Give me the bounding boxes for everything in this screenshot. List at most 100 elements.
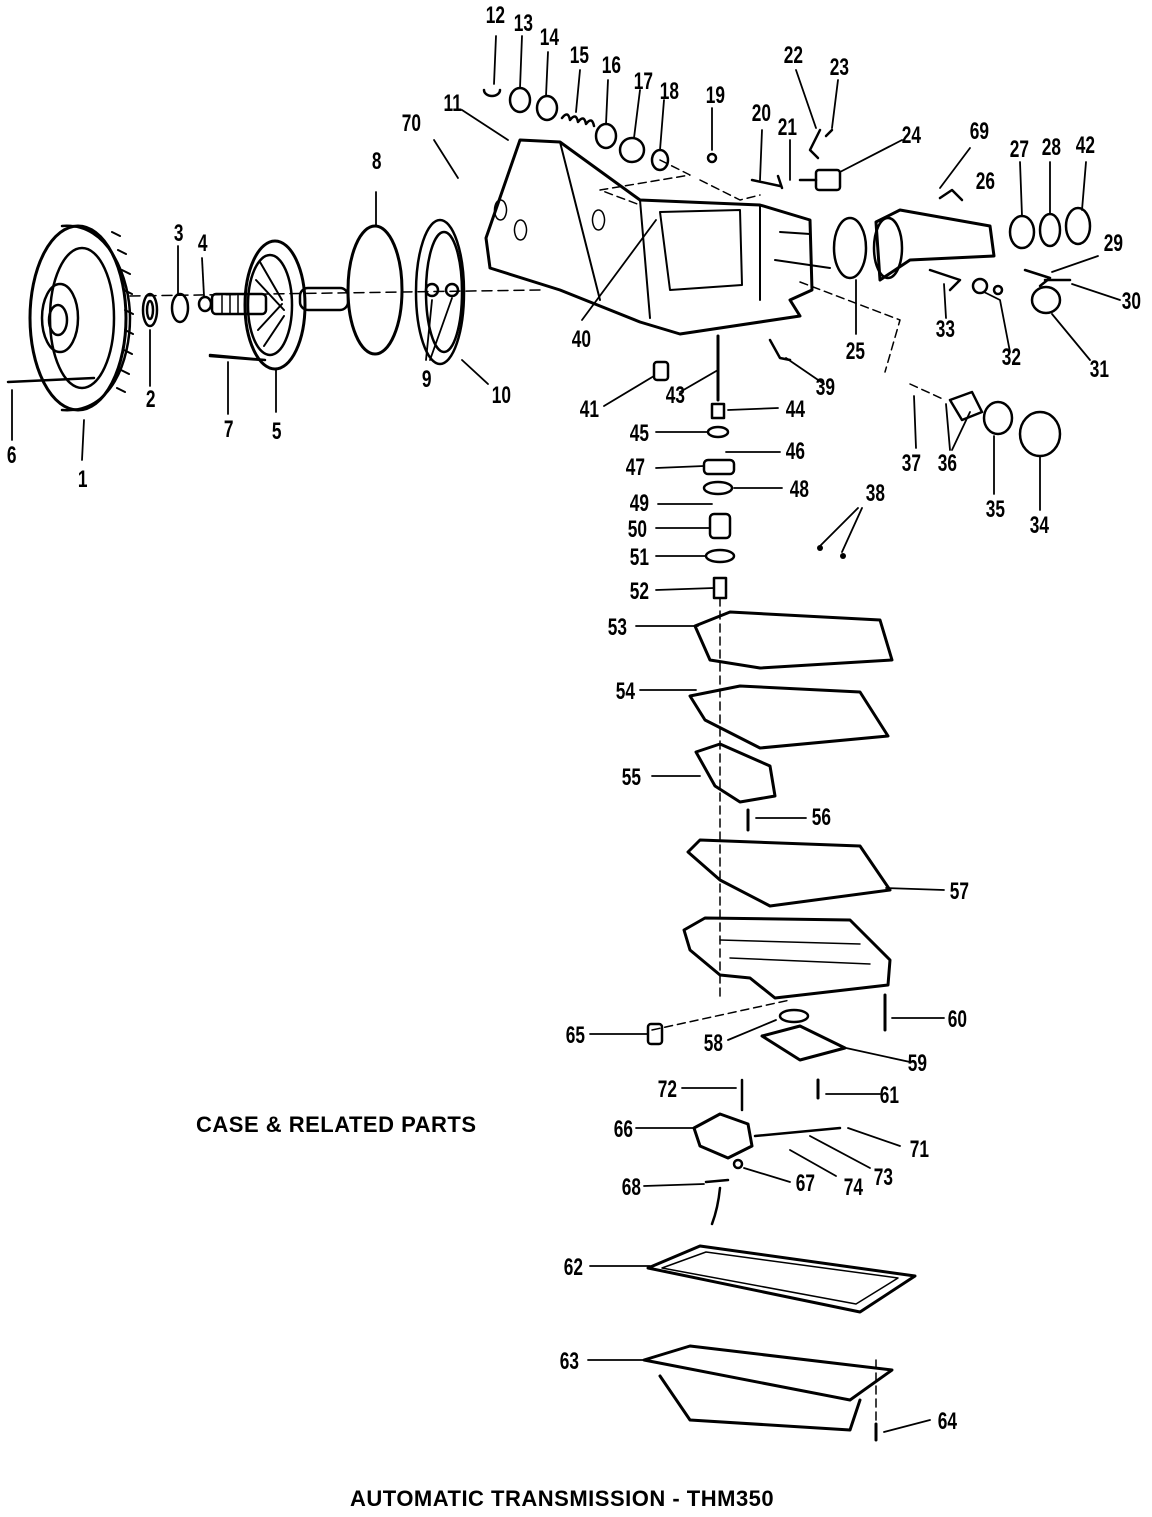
callout-27: 27 (1009, 136, 1029, 163)
callout-52: 52 (629, 578, 649, 605)
callout-46: 46 (785, 438, 805, 465)
callout-25: 25 (845, 338, 865, 365)
callout-66: 66 (613, 1116, 633, 1143)
callout-69: 69 (969, 118, 989, 145)
pan-gasket (646, 1244, 917, 1314)
callout-48: 48 (789, 476, 809, 503)
sensor-parts (699, 128, 842, 201)
front-seal-parts (141, 292, 213, 328)
valve-stack (702, 334, 736, 1001)
callout-16: 16 (601, 52, 621, 79)
callout-38: 38 (865, 480, 885, 507)
callout-41: 41 (579, 396, 599, 423)
oil-pan-sides (658, 1374, 862, 1432)
solenoid-parts (692, 1078, 842, 1226)
callout-31: 31 (1089, 356, 1109, 383)
leader-lines (11, 35, 1121, 1433)
callout-20: 20 (751, 100, 771, 127)
callout-59: 59 (907, 1050, 927, 1077)
callout-8: 8 (371, 148, 382, 175)
modulator-parts (909, 383, 1062, 458)
callout-17: 17 (633, 68, 653, 95)
callout-21: 21 (777, 114, 797, 141)
callout-23: 23 (829, 54, 849, 81)
callout-43: 43 (665, 382, 685, 409)
callout-11: 11 (443, 90, 462, 117)
callout-62: 62 (563, 1254, 583, 1281)
callout-30: 30 (1121, 288, 1141, 315)
callout-55: 55 (621, 764, 641, 791)
callout-7: 7 (223, 416, 234, 443)
callout-67: 67 (795, 1170, 815, 1197)
callout-9: 9 (421, 366, 432, 393)
accumulator-plate (694, 742, 777, 804)
callout-10: 10 (491, 382, 511, 409)
callout-1: 1 (77, 466, 88, 493)
callout-57: 57 (949, 878, 969, 905)
converter-bolt (6, 376, 96, 384)
torque-converter (28, 224, 134, 412)
callout-70: 70 (401, 110, 421, 137)
callout-18: 18 (659, 78, 679, 105)
pin-dots (817, 545, 846, 559)
callout-63: 63 (559, 1348, 579, 1375)
extension-seal-ring (832, 216, 868, 280)
servo-parts (482, 86, 691, 206)
callout-61: 61 (879, 1082, 899, 1109)
callout-2: 2 (145, 386, 156, 413)
oil-pump (208, 239, 350, 371)
section-caption: CASE & RELATED PARTS (196, 1112, 477, 1137)
callout-53: 53 (607, 614, 627, 641)
callout-28: 28 (1041, 134, 1061, 161)
speedo-parts (799, 268, 1072, 373)
callout-60: 60 (947, 1006, 967, 1033)
valve-body-gasket (686, 838, 892, 908)
plug (652, 360, 670, 382)
callout-74: 74 (843, 1174, 863, 1201)
valve-body (682, 916, 892, 1000)
callout-19: 19 (705, 82, 725, 109)
callout-39: 39 (815, 374, 835, 401)
callout-4: 4 (197, 230, 208, 257)
callout-51: 51 (629, 544, 649, 571)
spacer-gasket (688, 684, 890, 750)
callout-50: 50 (627, 516, 647, 543)
callout-54: 54 (615, 678, 635, 705)
callout-45: 45 (629, 420, 649, 447)
callout-32: 32 (1001, 344, 1021, 371)
callout-56: 56 (811, 804, 831, 831)
diagram-title: AUTOMATIC TRANSMISSION - THM350 (350, 1486, 775, 1511)
pump-bolt (208, 354, 264, 362)
filter-seal (778, 1008, 810, 1024)
callout-40: 40 (571, 326, 591, 353)
callout-35: 35 (985, 496, 1005, 523)
callout-73: 73 (873, 1164, 893, 1191)
pan-gasket-inner (661, 1251, 899, 1305)
leader-65 (651, 999, 791, 1031)
callout-64: 64 (937, 1408, 957, 1435)
callout-44: 44 (785, 396, 805, 423)
callout-47: 47 (625, 454, 645, 481)
callout-34: 34 (1029, 512, 1049, 539)
callout-71: 71 (909, 1136, 929, 1163)
callout-24: 24 (901, 122, 921, 149)
callout-15: 15 (569, 42, 589, 69)
callout-65: 65 (565, 1022, 585, 1049)
callout-42: 42 (1075, 132, 1095, 159)
callout-37: 37 (901, 450, 921, 477)
callout-6: 6 (6, 442, 17, 469)
callout-12: 12 (485, 2, 505, 29)
callout-36: 36 (937, 450, 957, 477)
callout-22: 22 (783, 42, 803, 69)
callout-33: 33 (935, 316, 955, 343)
callout-68: 68 (621, 1174, 641, 1201)
oil-pan (642, 1344, 894, 1402)
callout-14: 14 (539, 24, 559, 51)
bracket (768, 338, 792, 362)
spacer-plate (693, 610, 894, 670)
callout-26: 26 (975, 168, 995, 195)
callout-49: 49 (629, 490, 649, 517)
pump-o-ring (346, 224, 404, 356)
